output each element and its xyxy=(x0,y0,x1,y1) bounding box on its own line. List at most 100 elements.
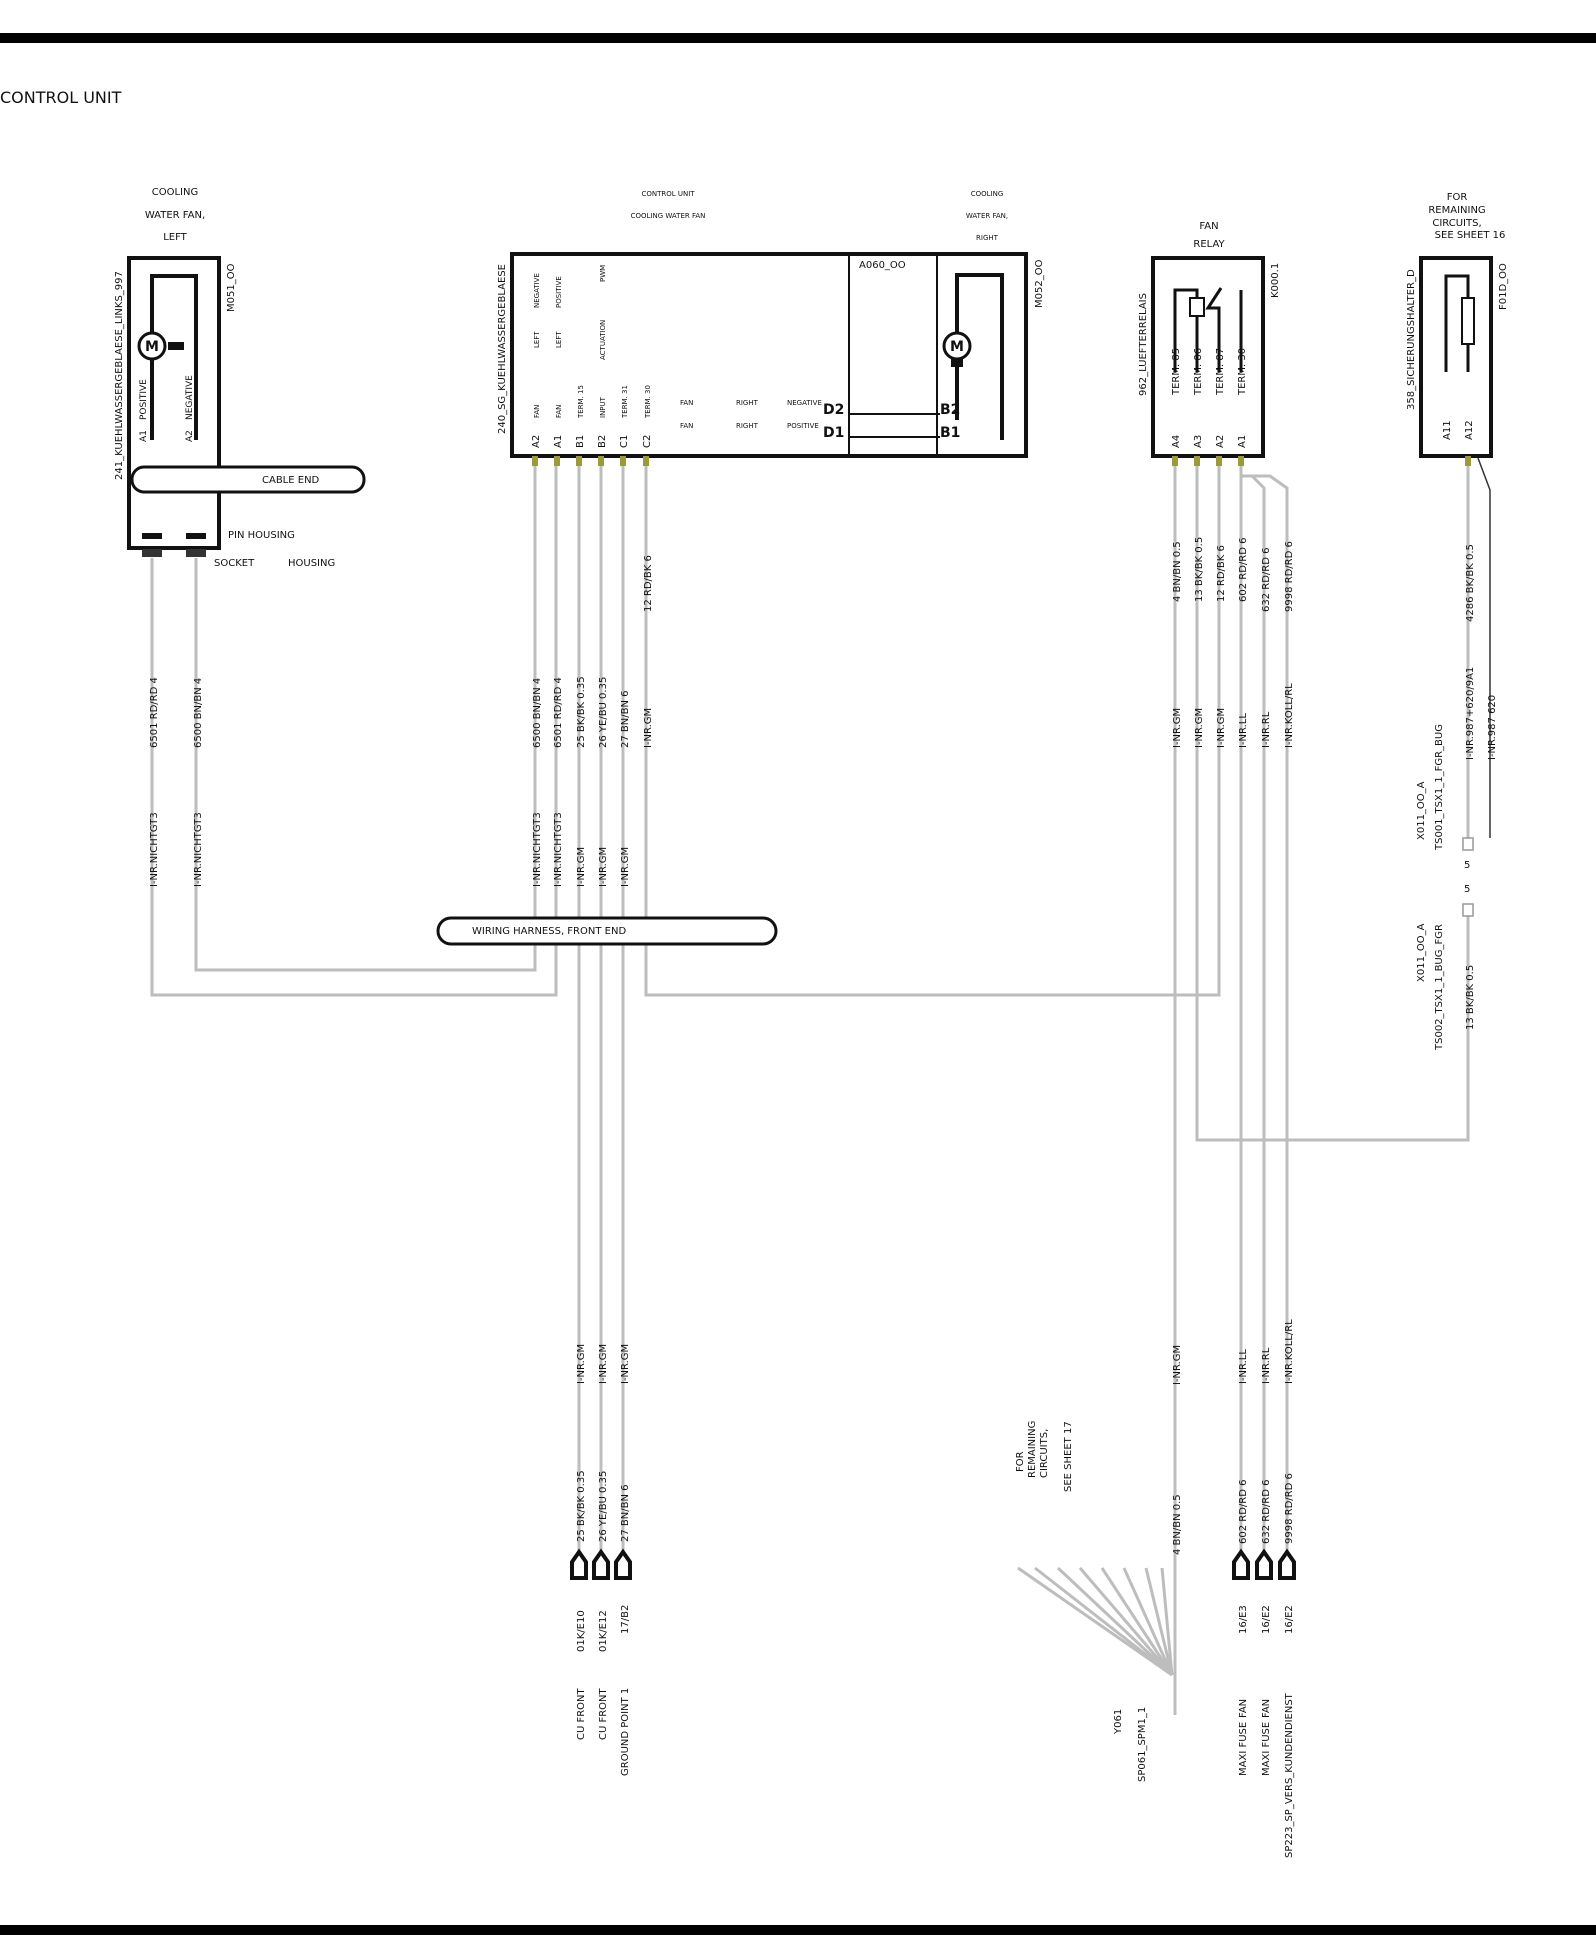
bottom-note-1: FOR xyxy=(1015,1451,1026,1472)
bottom-note-2: REMAINING xyxy=(1027,1421,1038,1478)
bottom-cu-desc-3: GROUND POINT 1 xyxy=(620,1688,631,1776)
cu-line-3: I-NR.GM xyxy=(576,847,587,887)
bottom-relay-desc-b2: FAN xyxy=(1261,1699,1272,1718)
cu-box xyxy=(510,252,1028,458)
cu-pins: A2 A1 B1 B2 C1 C2 FAN FAN TERM. 15 INPUT… xyxy=(531,265,653,448)
cu-row1-c: NEGATIVE xyxy=(787,399,822,407)
cu-func-b1: TERM. 15 xyxy=(577,385,585,419)
bottom-cu-line-3: I-NR.GM xyxy=(620,1344,631,1384)
motor-icon xyxy=(137,331,167,361)
cu-func-c1: TERM. 31 xyxy=(621,385,629,419)
relay-heading-1: FAN xyxy=(1199,221,1218,232)
svg-text:M: M xyxy=(145,339,159,355)
relay-heading-2: RELAY xyxy=(1193,239,1225,250)
fuse-conn2-name: X011_OO_A xyxy=(1416,923,1427,982)
fan-left-pin-label-positive: POSITIVE xyxy=(139,379,149,420)
relay-pin-a4: A4 xyxy=(1171,435,1182,448)
relay-line-3: I-NR.GM xyxy=(1216,708,1227,748)
cu-pin-markers xyxy=(532,456,649,466)
fan-left-wire-1: 6501 RD/RD 4 xyxy=(149,677,160,748)
bottom-cu-target-1: 01K/E10 xyxy=(576,1610,587,1652)
cu-id: 240_SG_KUEHLWASSERGEBLAESE xyxy=(497,264,508,434)
cu-func-b-a2: LEFT xyxy=(533,331,541,348)
relay-term-86: TERM. 86 xyxy=(1193,348,1204,396)
relay-wire-3: 12 RD/BK 6 xyxy=(1216,545,1227,602)
relay-line-5: I-NR.RL xyxy=(1261,711,1272,748)
cu-pin-b2: B2 xyxy=(597,435,608,448)
fuse-wire: 4286 BK/BK 0.5 xyxy=(1465,544,1476,622)
fan-left-pin-label-negative: NEGATIVE xyxy=(185,375,195,420)
fuse-wire-2: 13 BK/BK 0.5 xyxy=(1465,965,1476,1030)
cu-line-2: I-NR.NICHTGT3 xyxy=(553,812,564,887)
fuse-pin-1: 5 xyxy=(1464,860,1470,871)
fuse-line-1: I-NR.987+620/9A1 xyxy=(1465,667,1476,760)
cu-func-c-a2: NEGATIVE xyxy=(533,273,541,308)
fuse-line-2: I-NR.987 620 xyxy=(1487,695,1498,760)
bottom-relay-target-1: 16/E3 xyxy=(1238,1605,1249,1634)
relay-line-2: I-NR.GM xyxy=(1194,708,1205,748)
relay-pin-a1: A1 xyxy=(1237,435,1248,448)
cu-pin-b1: B1 xyxy=(575,435,586,448)
fuse-heading-2: REMAINING xyxy=(1428,205,1485,216)
socket-label: SOCKET xyxy=(214,558,255,569)
bottom-cu-target-3: 17/B2 xyxy=(620,1605,631,1634)
cu-row2-b: RIGHT xyxy=(736,422,759,430)
fuse-pin-2: 5 xyxy=(1464,884,1470,895)
bottom-cu-wire-1: 25 BK/BK 0.35 xyxy=(576,1470,587,1542)
bottom-cu-group: I-NR.GM I-NR.GM I-NR.GM 25 BK/BK 0.35 26… xyxy=(570,1344,632,1776)
fuse-pin-a12: A12 xyxy=(1464,420,1475,440)
cu-line-6: I-NR.GM xyxy=(643,708,654,748)
fan-left-heading-1: COOLING xyxy=(152,187,198,198)
wires xyxy=(150,457,1491,1715)
cu-row1-a: FAN xyxy=(680,399,693,407)
cooling-fan-left: COOLING WATER FAN, LEFT 241_KUEHLWASSERG… xyxy=(114,187,366,887)
fan-right-heading-1: COOLING xyxy=(971,190,1004,198)
cooling-fan-right: COOLING WATER FAN, RIGHT M052_OO M B2 B1 xyxy=(940,190,1045,441)
relay-wire-6: 9998 RD/RD 6 xyxy=(1284,541,1295,612)
splice-id: SP061_SPM1_1 xyxy=(1137,1707,1148,1782)
fuse-conn1-id: TS001_TSX1_1_FGR_BUG xyxy=(1434,724,1445,851)
bottom-relay-wire-2: 632 RD/RD 6 xyxy=(1261,1480,1272,1544)
bottom-cu-wire-2: 26 YE/BU 0.35 xyxy=(598,1471,609,1542)
relay-line-1: I-NR.GM xyxy=(1172,708,1183,748)
fan-relay: FAN RELAY 962_LUEFTERRELAIS K000.1 A4 A3… xyxy=(1138,221,1295,748)
bottom-relay-line-3: I-NR.KOLL/RL xyxy=(1284,1319,1295,1384)
fan-left-pin-a1: A1 xyxy=(139,430,149,442)
cu-func-c-a1: POSITIVE xyxy=(555,276,563,308)
cu-wire-6: 12 RD/BK 6 xyxy=(643,555,654,612)
bottom-relay-desc-a3: SP223_SP_VERS_KUNDENDIENST xyxy=(1284,1692,1295,1858)
cu-func-c2: TERM. 30 xyxy=(644,385,652,419)
cu-row2-pin: D1 xyxy=(823,425,844,441)
cu-right-rows: FAN RIGHT NEGATIVE D2 FAN RIGHT POSITIVE… xyxy=(680,399,940,441)
cu-func-b-a1: LEFT xyxy=(555,331,563,348)
bottom-relay-desc-b1: FAN xyxy=(1238,1699,1249,1718)
fan-left-heading-2: WATER FAN, xyxy=(145,210,205,221)
bottom-relay-line-2: I-NR.RL xyxy=(1261,1347,1272,1384)
cu-func-a2: FAN xyxy=(533,405,541,418)
cu-sub-code: A060_OO xyxy=(859,260,906,271)
pin-housing-label: PIN HOUSING xyxy=(228,530,295,541)
fuse-id: 358_SICHERUNGSHALTER_D xyxy=(1406,269,1417,410)
cu-line-1: I-NR.NICHTGT3 xyxy=(532,812,543,887)
fan-right-heading-2: WATER FAN, xyxy=(966,212,1008,220)
bottom-relay-wire-1: 602 RD/RD 6 xyxy=(1238,1480,1249,1544)
cu-pin-a2: A2 xyxy=(531,435,542,448)
cu-pin-a1: A1 xyxy=(553,435,564,448)
harness-label: WIRING HARNESS, FRONT END xyxy=(472,926,626,937)
relay-pin-a2: A2 xyxy=(1215,435,1226,448)
terminal-icon xyxy=(1278,1548,1296,1580)
fuse-holder: FOR REMAINING CIRCUITS, SEE SHEET 16 358… xyxy=(1406,192,1509,1051)
bottom-cu-line-2: I-NR.GM xyxy=(598,1344,609,1384)
cu-row1-b: RIGHT xyxy=(736,399,759,407)
bottom-relay-line-1: I-NR.LL xyxy=(1238,1349,1249,1384)
bottom-border xyxy=(0,1925,1596,1935)
splice-line: I-NR.GM xyxy=(1172,1345,1183,1385)
relay-wire-4: 602 RD/RD 6 xyxy=(1238,538,1249,602)
cu-heading-2: COOLING WATER FAN xyxy=(631,212,706,220)
splice-name: Y061 xyxy=(1113,1709,1124,1735)
fuse-icon xyxy=(1444,274,1475,372)
terminal-icon xyxy=(614,1548,632,1580)
fan-right-pin-b2: B2 xyxy=(940,402,960,418)
fuse-code: F01D_OO xyxy=(1498,263,1509,310)
fan-right-code: M052_OO xyxy=(1034,259,1045,308)
